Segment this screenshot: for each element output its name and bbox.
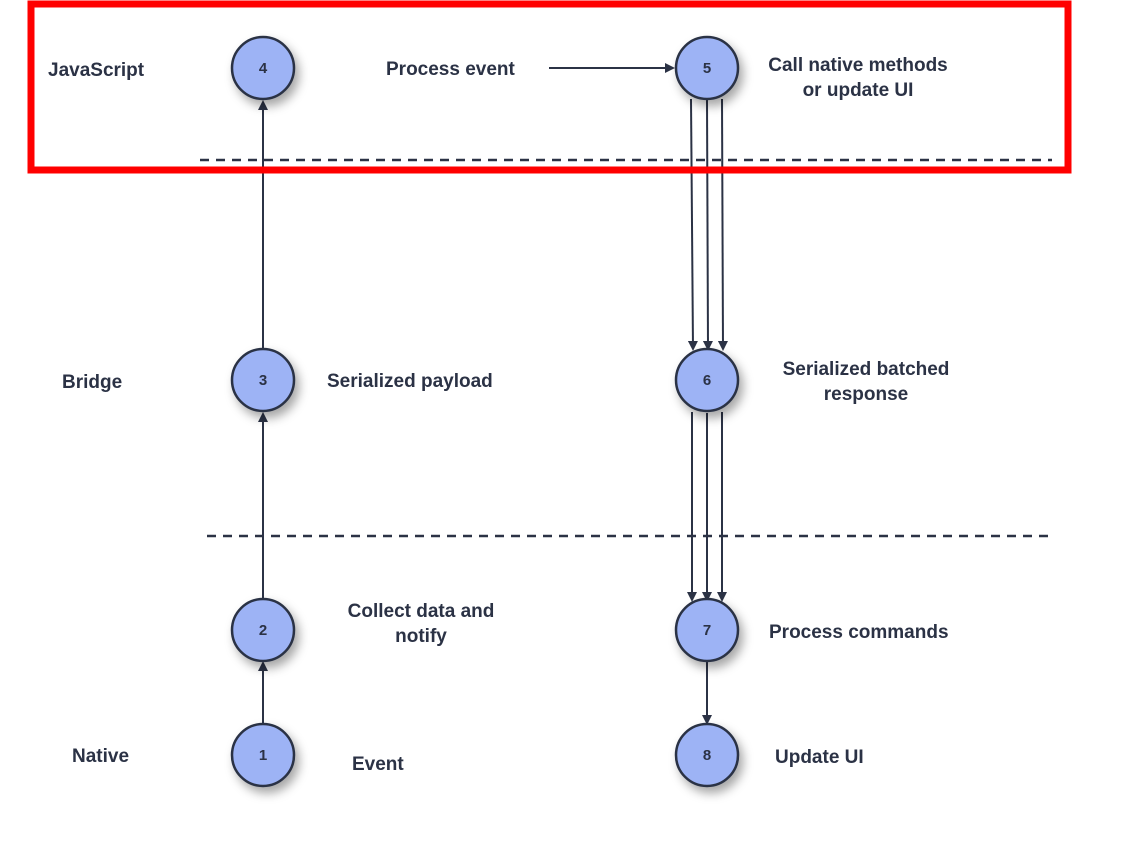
node-3-label: Serialized payload	[327, 371, 493, 392]
node-5-label-line-2: or update UI	[803, 80, 914, 101]
node-7	[674, 597, 740, 663]
node-8-number: 8	[703, 747, 711, 764]
node-7-number: 7	[703, 622, 711, 639]
process-event-label: Process event	[386, 59, 516, 80]
node-5-number: 5	[703, 60, 711, 77]
node-6-label-line-1: Serialized batched	[783, 359, 950, 380]
node-3-number: 3	[259, 372, 267, 389]
node-7-label: Process commands	[769, 622, 949, 643]
node-4-number: 4	[259, 60, 268, 77]
node-6	[674, 347, 740, 413]
node-6-number: 6	[703, 372, 711, 389]
node-8-label: Update UI	[775, 747, 864, 768]
node-2	[230, 597, 296, 663]
node-3	[230, 347, 296, 413]
node-2-label-line-1: Collect data and	[348, 601, 495, 622]
edge-5-to-6-b	[702, 99, 713, 351]
edge-5-to-6-a	[687, 98, 698, 351]
node-2-label-line-2: notify	[395, 626, 447, 647]
highlight-box	[27, 0, 1072, 174]
node-8	[674, 722, 740, 788]
node-4	[230, 35, 296, 101]
node-1	[230, 722, 296, 788]
edge-5-to-6-c	[717, 98, 728, 351]
node-1-label: Event	[352, 754, 404, 775]
lane-label-native: Native	[72, 746, 129, 767]
node-6-label-line-2: response	[824, 384, 908, 405]
node-5	[674, 35, 740, 101]
lane-label-bridge: Bridge	[62, 372, 122, 393]
node-1-number: 1	[259, 747, 267, 764]
lane-label-javascript: JavaScript	[48, 60, 145, 81]
node-5-label-line-1: Call native methods	[768, 55, 948, 76]
node-2-number: 2	[259, 622, 267, 639]
